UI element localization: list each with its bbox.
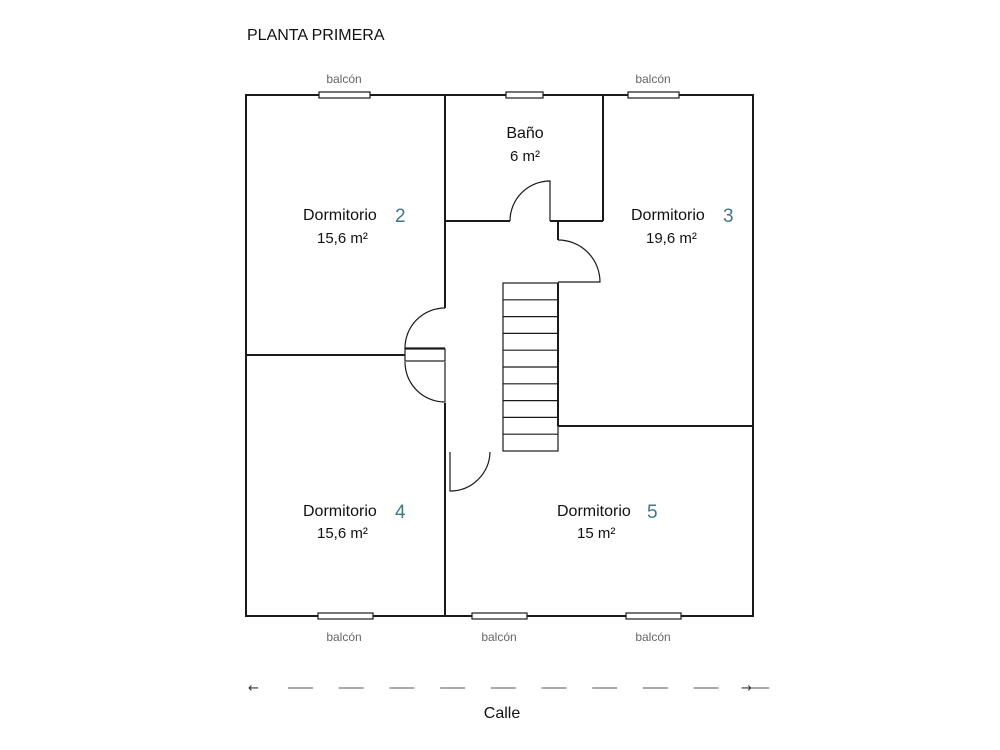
street-arrow-left: ← [248, 681, 259, 696]
room-dorm5: Dormitorio 5 15 m² [557, 502, 658, 542]
room-dorm4-area: 15,6 m² [317, 525, 368, 542]
staircase [502, 282, 559, 452]
room-bano-area: 6 m² [510, 148, 540, 165]
room-dorm4-name: Dormitorio [303, 503, 377, 520]
street-label: Calle [484, 705, 521, 722]
room-dorm4: Dormitorio 4 15,6 m² [303, 502, 406, 542]
room-dorm2-name: Dormitorio [303, 207, 377, 224]
door-dorm5 [449, 451, 491, 492]
room-dorm2-area: 15,6 m² [317, 230, 368, 247]
room-dorm3-area: 19,6 m² [646, 230, 697, 247]
room-bano-name: Baño [506, 125, 543, 142]
window-bottom-dorm5-right [625, 612, 682, 620]
doors [404, 180, 601, 492]
window-top-dorm3 [627, 91, 680, 99]
window-top-dorm2 [318, 91, 371, 99]
balcony-label-bottom-2: balcón [481, 630, 516, 644]
room-dorm3: Dormitorio 3 19,6 m² [631, 206, 734, 247]
room-dorm5-name: Dormitorio [557, 503, 631, 520]
balcony-label-bottom-3: balcón [635, 630, 670, 644]
door-dorm2 [404, 307, 446, 349]
room-dorm3-number: 3 [723, 206, 734, 227]
room-dorm5-number: 5 [647, 502, 658, 523]
balcony-label-top-right: balcón [635, 72, 670, 86]
street-arrow-right: → [741, 681, 752, 696]
door-jamb-stub [404, 348, 446, 362]
plan-title: PLANTA PRIMERA [247, 27, 385, 44]
room-dorm4-number: 4 [395, 502, 406, 523]
room-dorm3-name: Dormitorio [631, 207, 705, 224]
room-dorm2-number: 2 [395, 206, 406, 227]
door-dorm4 [404, 361, 446, 403]
window-top-bano [505, 91, 544, 99]
door-dorm3 [557, 239, 601, 283]
room-dorm2: Dormitorio 2 15,6 m² [303, 206, 406, 247]
window-bottom-dorm5-left [471, 612, 528, 620]
room-dorm5-area: 15 m² [577, 525, 615, 542]
balcony-label-bottom-1: balcón [326, 630, 361, 644]
window-bottom-dorm4 [317, 612, 374, 620]
door-bano [509, 180, 551, 222]
balcony-label-top-left: balcón [326, 72, 361, 86]
windows [317, 91, 682, 620]
street-indicator: ← → Calle [248, 681, 770, 722]
room-bano: Baño 6 m² [506, 125, 543, 165]
